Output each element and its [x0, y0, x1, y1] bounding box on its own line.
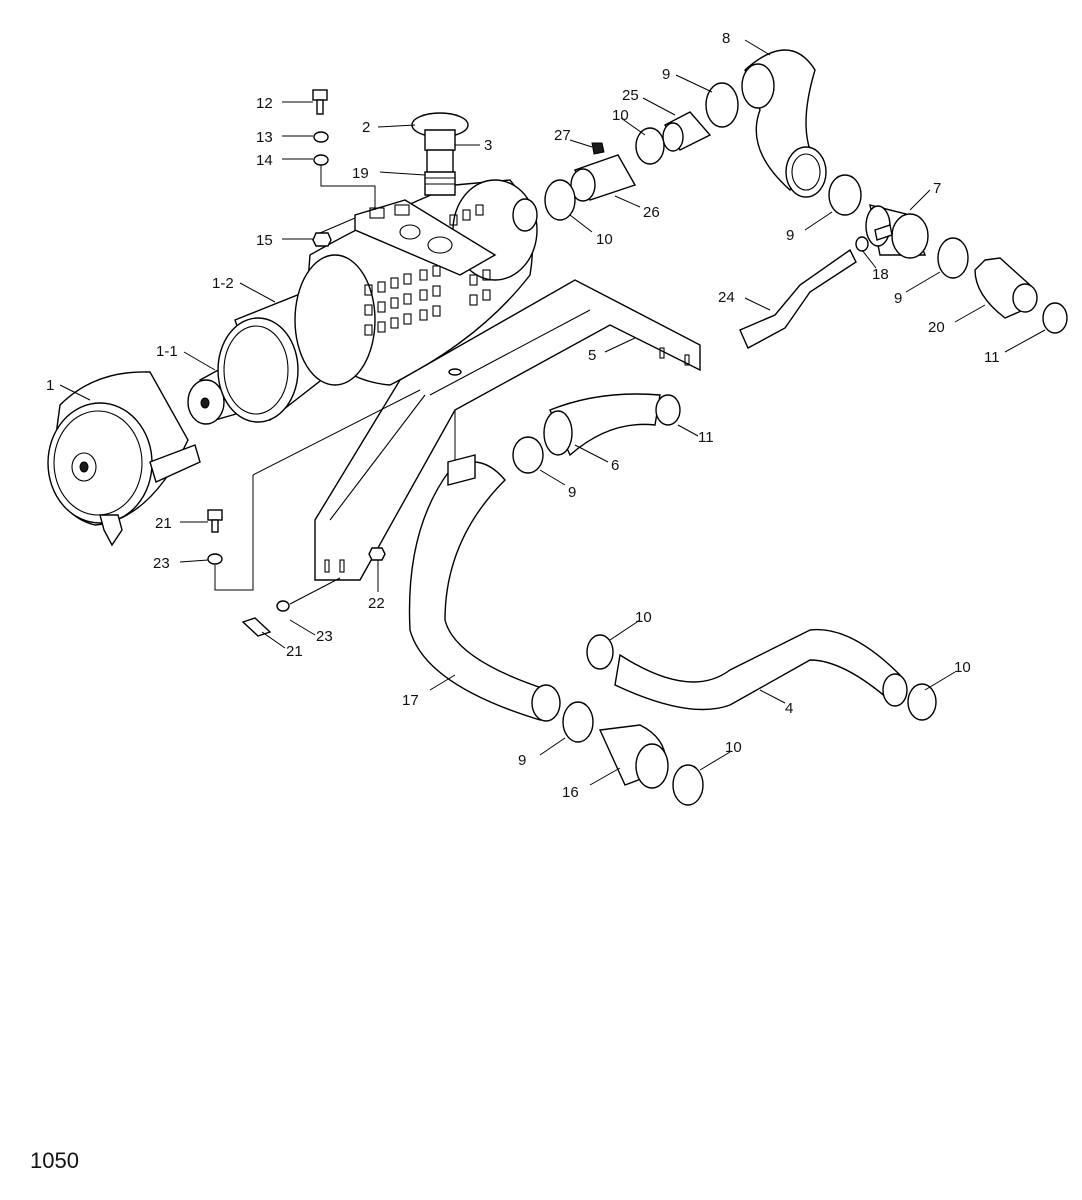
callout-14: 14 — [256, 152, 273, 169]
callout-26: 26 — [643, 204, 660, 221]
washer-23-upper — [207, 553, 223, 565]
callout-11-b: 11 — [698, 429, 714, 446]
hose-clamps — [512, 82, 1068, 806]
washer-23-lower — [276, 600, 290, 612]
callout-10-b: 10 — [596, 231, 613, 248]
leader-lines — [59, 39, 1046, 786]
callout-22: 22 — [368, 595, 385, 612]
callout-15: 15 — [256, 232, 273, 249]
callout-8: 8 — [722, 30, 730, 47]
callout-3: 3 — [484, 137, 492, 154]
washer-13 — [313, 131, 329, 143]
callout-1: 1 — [46, 377, 54, 394]
connector-25 — [662, 111, 712, 152]
bend-hose-8 — [741, 49, 827, 198]
callout-2: 2 — [362, 119, 370, 136]
air-cleaner-end-cover — [47, 371, 201, 547]
callout-4: 4 — [785, 700, 793, 717]
callout-10-c: 10 — [635, 609, 652, 626]
nut-22 — [368, 547, 386, 561]
callout-labels: 1 1-1 1-2 2 3 4 5 6 7 8 9 9 9 9 9 10 10 … — [46, 30, 1000, 801]
tube-26 — [570, 154, 637, 202]
callout-10-a: 10 — [612, 107, 629, 124]
elbow-hose-6 — [543, 393, 661, 457]
page-number: 1050 — [30, 1148, 79, 1173]
bolt-12 — [312, 89, 328, 115]
callout-17: 17 — [402, 692, 419, 709]
callout-11-a: 11 — [984, 349, 1000, 366]
callout-9-a: 9 — [662, 66, 670, 83]
tee-fitting-7 — [865, 204, 929, 259]
callout-19: 19 — [352, 165, 369, 182]
callout-20: 20 — [928, 319, 945, 336]
callout-27: 27 — [554, 127, 571, 144]
callout-1-2: 1-2 — [212, 275, 234, 292]
callout-21-b: 21 — [286, 643, 303, 660]
callout-23-a: 23 — [153, 555, 170, 572]
callout-7: 7 — [933, 180, 941, 197]
intake-pipe-17 — [408, 454, 561, 722]
hose-4 — [614, 628, 908, 711]
rain-cap — [411, 112, 469, 196]
cone-adapter-20 — [974, 257, 1038, 319]
callout-9-c: 9 — [894, 290, 902, 307]
callout-16: 16 — [562, 784, 579, 801]
callout-10-e: 10 — [725, 739, 742, 756]
housing-window-pattern — [364, 204, 491, 336]
bolt-21-upper — [207, 509, 223, 533]
vent-pipe-24 — [739, 248, 857, 349]
bolt-21-lower — [241, 617, 272, 637]
callout-9-d: 9 — [568, 484, 576, 501]
callout-12: 12 — [256, 95, 273, 112]
callout-23-b: 23 — [316, 628, 333, 645]
callout-9-e: 9 — [518, 752, 526, 769]
grommet-18 — [855, 236, 869, 252]
callout-9-b: 9 — [786, 227, 794, 244]
nut-15 — [312, 232, 332, 247]
callout-1-1: 1-1 — [156, 343, 178, 360]
reducer-16 — [598, 724, 669, 789]
air-cleaner-housing — [294, 179, 538, 386]
callout-21-a: 21 — [155, 515, 172, 532]
callout-10-d: 10 — [954, 659, 971, 676]
callout-13: 13 — [256, 129, 273, 146]
washer-14 — [313, 154, 329, 166]
callout-24: 24 — [718, 289, 735, 306]
callout-5: 5 — [588, 347, 596, 364]
callout-6: 6 — [611, 457, 619, 474]
fitting-27 — [591, 142, 605, 155]
mounting-bracket — [314, 279, 701, 581]
callout-25: 25 — [622, 87, 639, 104]
callout-18: 18 — [872, 266, 889, 283]
